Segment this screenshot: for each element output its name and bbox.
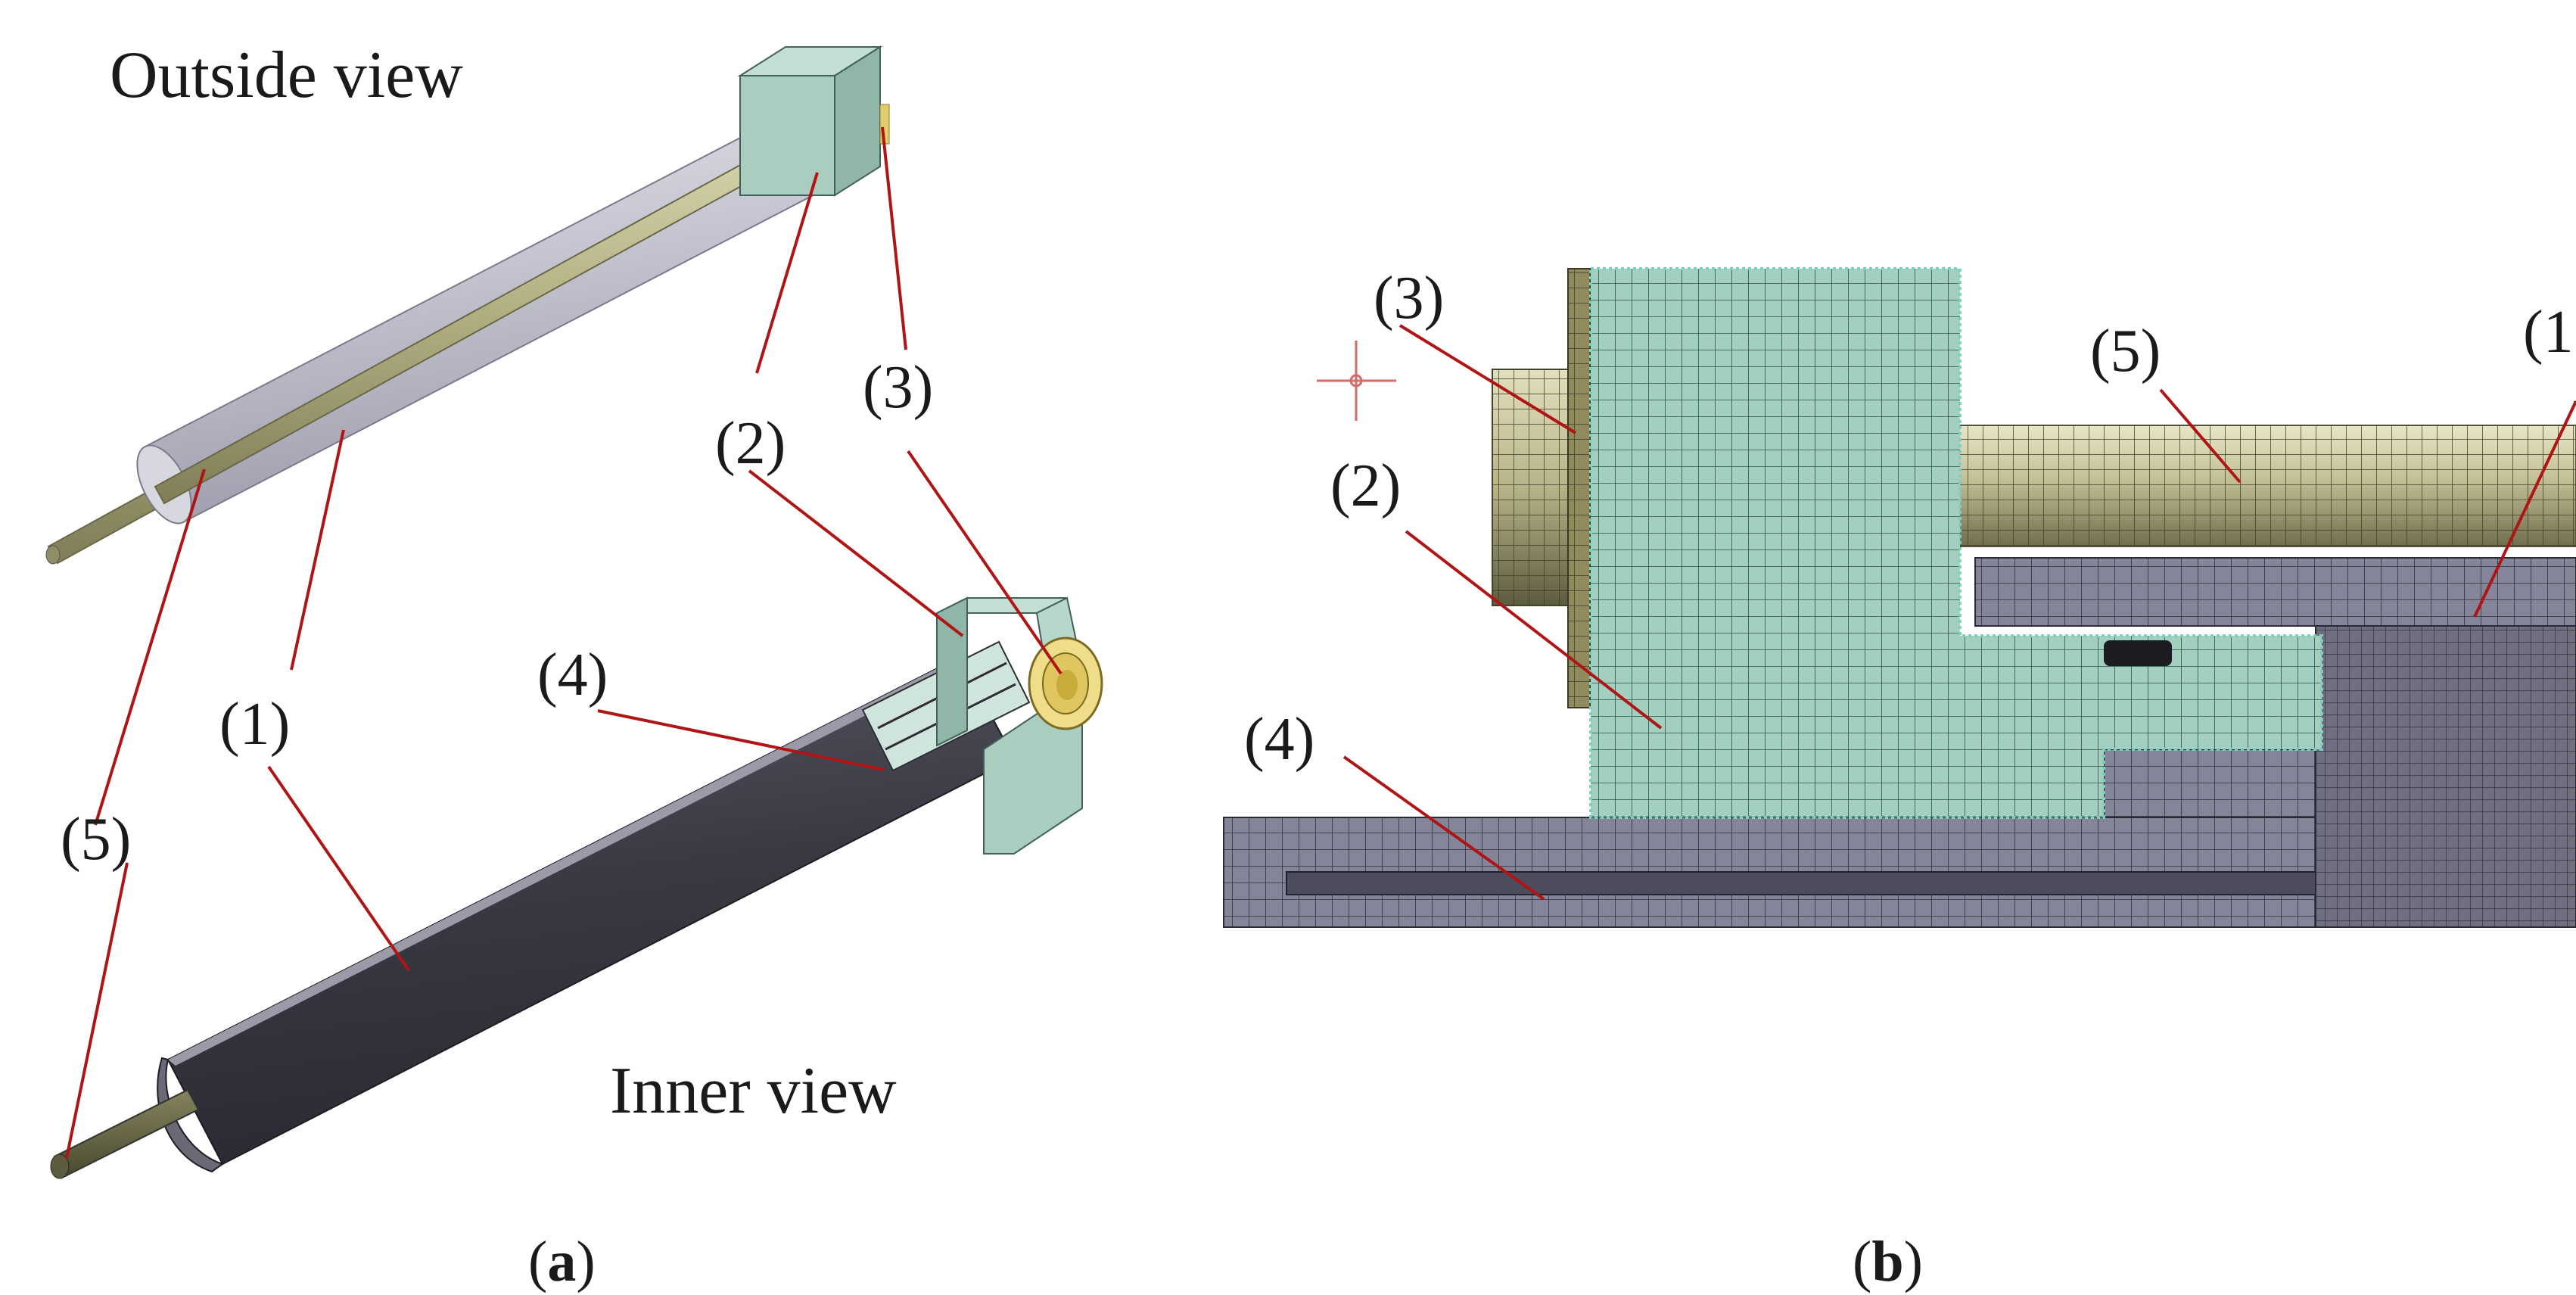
outside-end-block: [737, 45, 883, 197]
label-b-5: (5): [2090, 318, 2161, 384]
label-b-3: (3): [1374, 265, 1444, 332]
leader-a-5-top: [94, 469, 206, 826]
caption-b: (b): [1853, 1230, 1923, 1293]
leader-a-2-top: [755, 172, 819, 374]
leader-a-3-top: [881, 126, 907, 350]
caption-a: (a): [528, 1230, 596, 1293]
leader-b-5: [2159, 388, 2242, 484]
mesh-block: [1589, 267, 2323, 819]
leader-a-3-bottom: [907, 450, 1062, 675]
inner-view-title: Inner view: [610, 1054, 897, 1128]
inner-rod-end: [50, 1153, 70, 1179]
leader-a-2-bottom: [748, 469, 964, 637]
panel-b: (3) (2) (4) (5) (1 (b): [1223, 265, 2576, 1293]
label-b-2: (2): [1330, 453, 1401, 519]
leader-a-4: [597, 709, 885, 771]
leader-b-1: [2473, 400, 2576, 618]
mesh-bottom-slot: [1286, 871, 2324, 895]
mesh-block-hole: [2104, 640, 2172, 666]
label-a-5: (5): [61, 806, 131, 873]
leader-b-4: [1342, 755, 1545, 901]
crosshair-marker: [1317, 341, 1396, 421]
inner-nut: [1028, 637, 1103, 730]
label-b-4: (4): [1244, 706, 1314, 773]
panel-a: Outside view Inner view (2) (3) (4) (1) …: [45, 39, 1103, 1293]
label-b-1: (1: [2523, 299, 2574, 366]
mesh-tube-step: [2103, 749, 2316, 818]
label-a-4: (4): [537, 642, 608, 708]
panel-a-leaders: [65, 126, 1062, 1159]
leader-a-1-bottom: [267, 765, 410, 972]
leader-b-3: [1398, 324, 1577, 434]
label-a-1: (1): [219, 691, 290, 758]
outside-view-title: Outside view: [110, 39, 463, 112]
leader-b-2: [1405, 530, 1663, 730]
leader-a-1-top: [290, 429, 345, 671]
label-a-3: (3): [863, 354, 933, 421]
panel-b-leaders: [1342, 324, 2576, 901]
outside-view-assembly: [45, 45, 890, 565]
outside-rod-end: [45, 545, 61, 565]
inner-tube-lip: [168, 657, 963, 1066]
leader-a-5-bottom: [65, 862, 129, 1159]
outside-rod-top: [154, 129, 813, 505]
inner-view-assembly: [50, 596, 1103, 1179]
mesh-tube-body: [2315, 625, 2576, 928]
label-a-2: (2): [715, 410, 786, 477]
